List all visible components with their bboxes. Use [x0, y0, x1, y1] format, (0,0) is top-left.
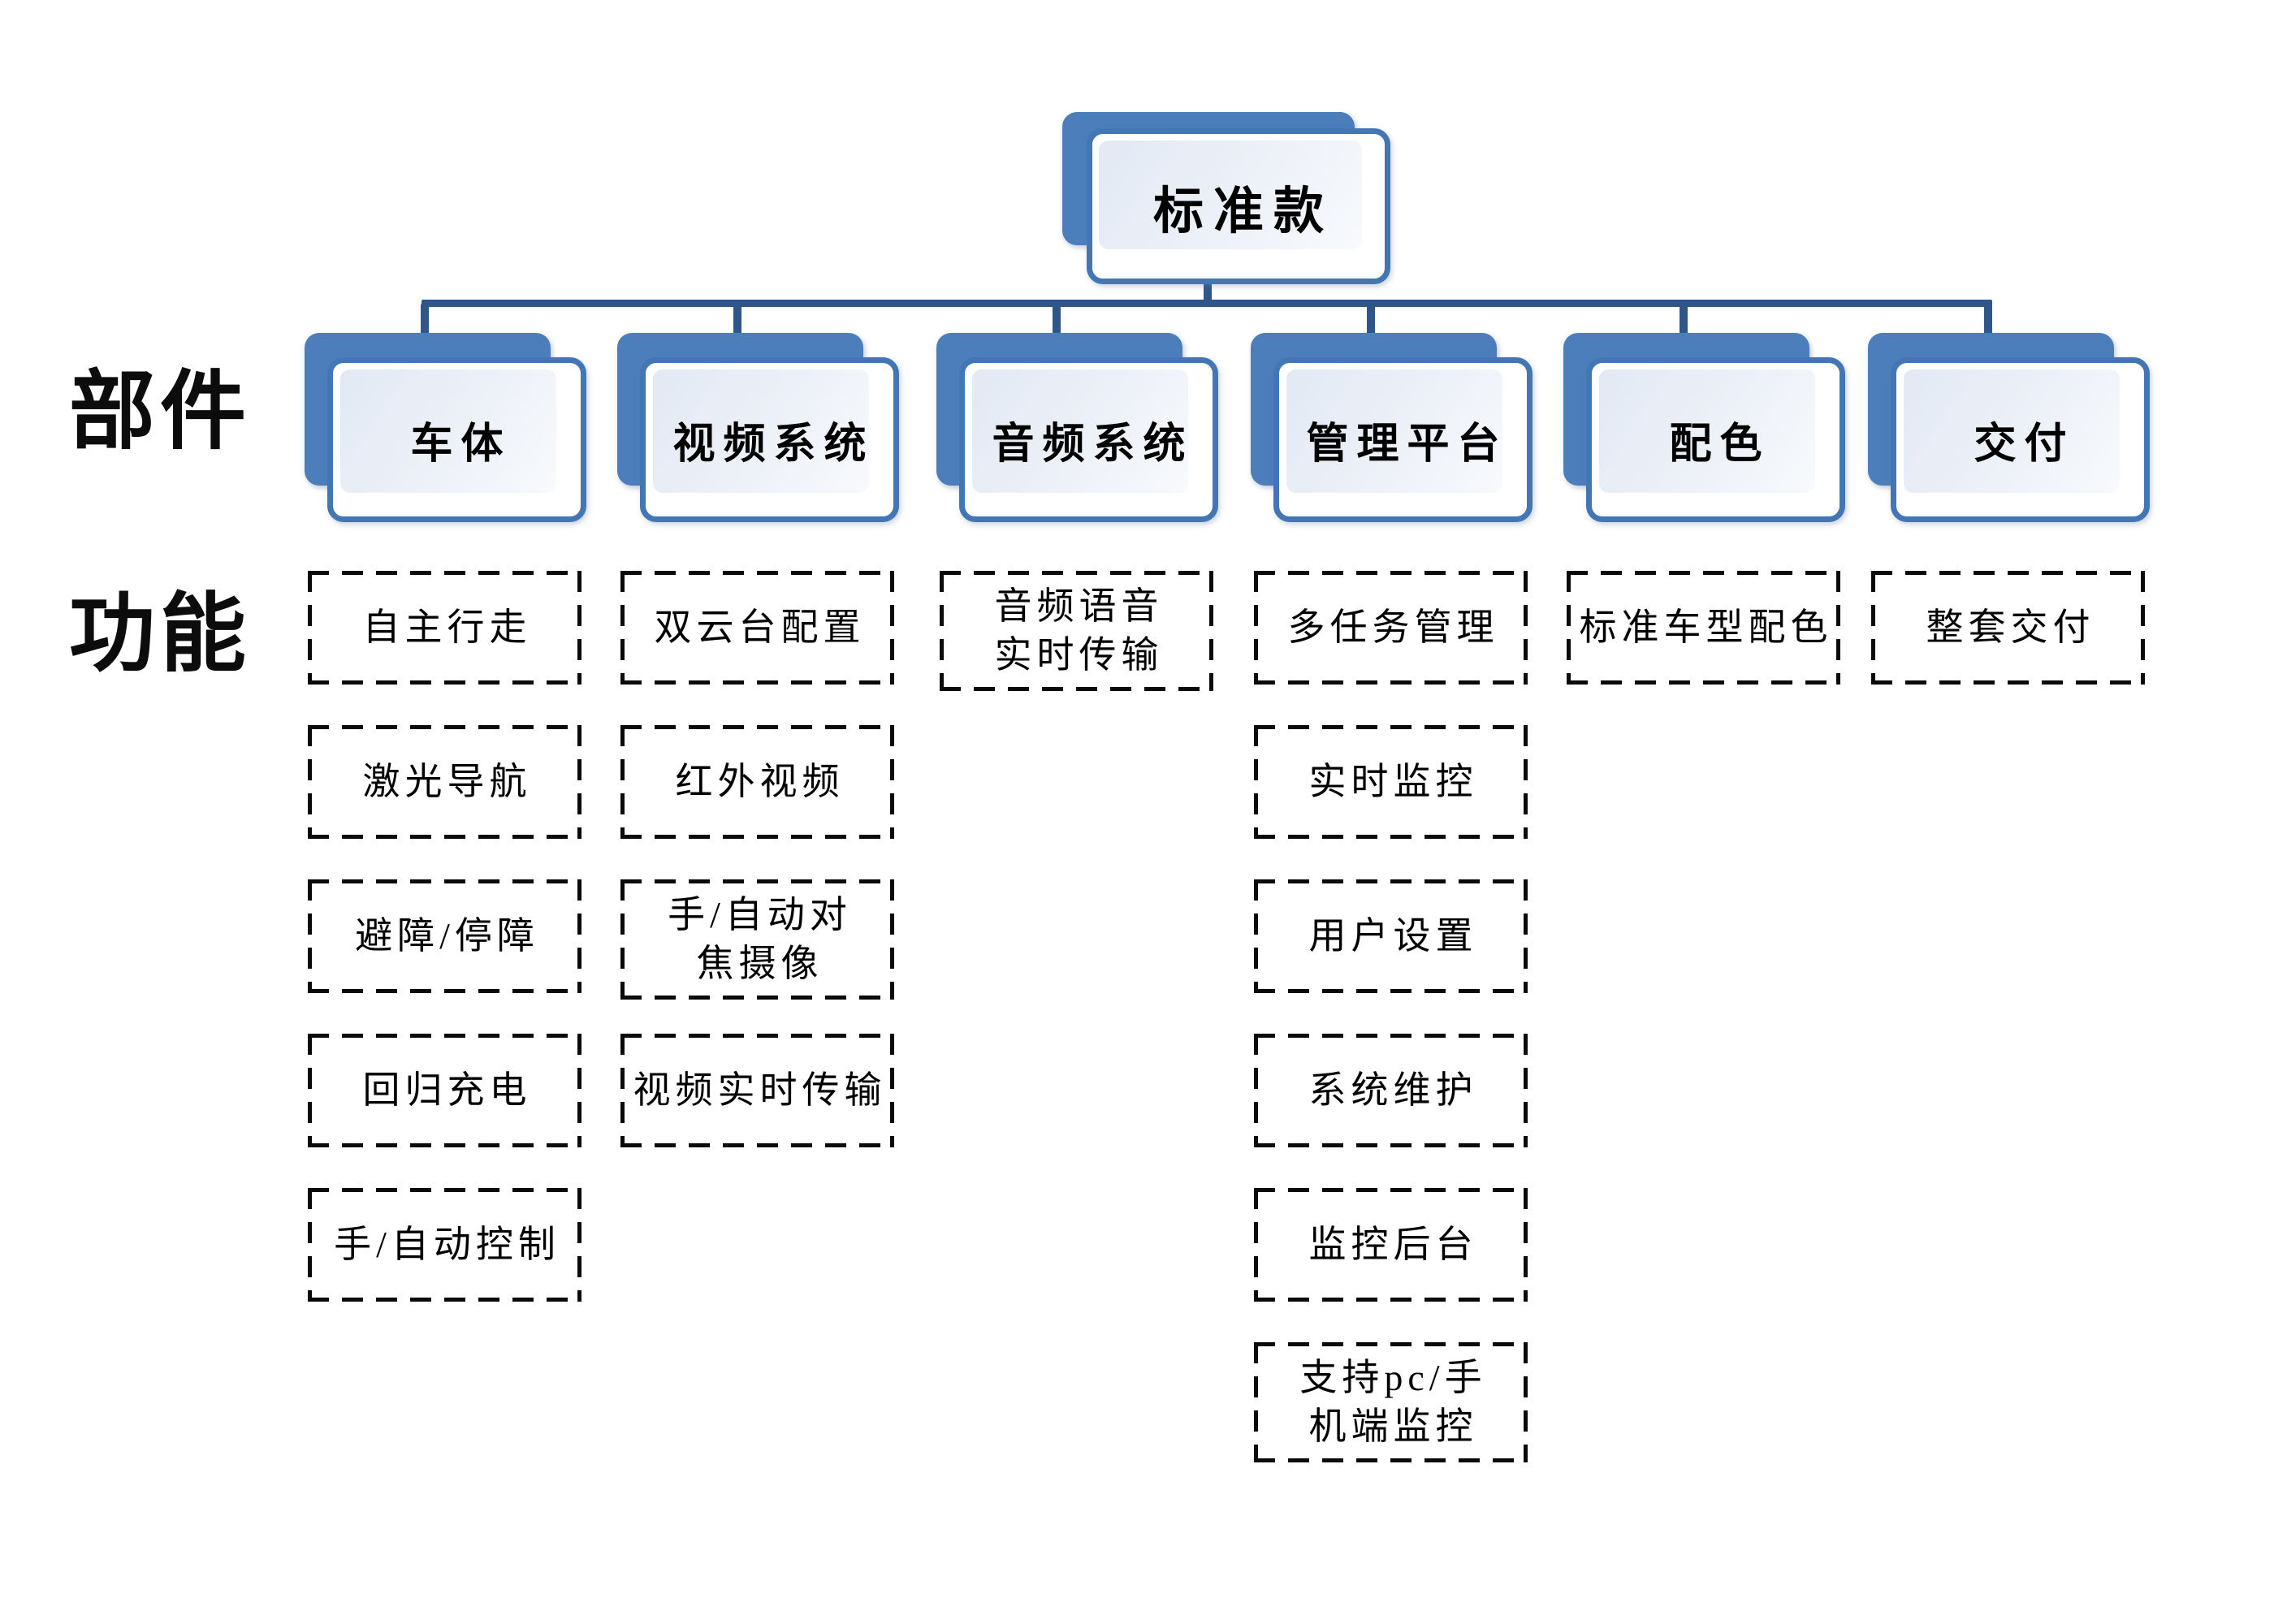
- function-box: 用户设置: [1254, 879, 1528, 993]
- component-node-label: 车体: [410, 421, 512, 468]
- function-box: 双云台配置: [620, 571, 894, 685]
- component-node-box: 音频系统: [959, 357, 1218, 522]
- function-label: 多任务管理: [1287, 607, 1499, 648]
- component-node-panel: [972, 369, 1188, 493]
- connector-branch-stub: [1984, 304, 1992, 338]
- component-node-panel: [1904, 369, 2120, 493]
- function-label: 自主行走: [362, 607, 532, 648]
- component-node-box: 交付: [1891, 357, 2150, 522]
- connector-branch-stub: [733, 304, 741, 338]
- component-node: 视频系统: [617, 333, 899, 522]
- function-box: 回归充电: [308, 1034, 581, 1147]
- component-node: 车体: [305, 333, 586, 522]
- function-label: 红外视频: [675, 761, 845, 802]
- function-label: 系统维护: [1308, 1069, 1478, 1111]
- connector-branch-stub: [421, 304, 429, 338]
- component-node: 管理平台: [1251, 333, 1533, 522]
- component-node-label: 音频系统: [992, 421, 1194, 468]
- component-node-box: 视频系统: [640, 357, 899, 522]
- function-label: 标准车型配色: [1579, 607, 1833, 648]
- function-box: 自主行走: [308, 571, 581, 685]
- root-node-label: 标准款: [1152, 184, 1334, 240]
- function-box: 手/自动控制: [308, 1188, 581, 1302]
- root-node: 标准款: [1062, 112, 1390, 284]
- function-box: 音频语音 实时传输: [940, 571, 1213, 691]
- function-box: 避障/停障: [308, 879, 581, 993]
- function-label: 回归充电: [362, 1069, 532, 1111]
- function-label: 激光导航: [362, 761, 532, 802]
- component-node-box: 管理平台: [1273, 357, 1533, 522]
- function-label: 用户设置: [1308, 915, 1478, 957]
- function-box: 视频实时传输: [620, 1034, 894, 1147]
- function-label: 手/自动控制: [334, 1224, 560, 1265]
- function-box: 标准车型配色: [1567, 571, 1840, 685]
- connector-horizontal-line: [422, 300, 1992, 307]
- connector-branch-stub: [1367, 304, 1375, 338]
- function-label: 整套交付: [1926, 607, 2095, 648]
- function-box: 红外视频: [620, 725, 894, 839]
- connector-branch-stub: [1680, 304, 1688, 338]
- component-node-panel: [1599, 369, 1815, 493]
- function-box: 整套交付: [1871, 571, 2145, 685]
- component-node-label: 配色: [1669, 421, 1770, 468]
- component-node: 配色: [1563, 333, 1845, 522]
- component-node-panel: [340, 369, 556, 493]
- function-box: 系统维护: [1254, 1034, 1528, 1147]
- function-box: 监控后台: [1254, 1188, 1528, 1302]
- component-node-panel: [653, 369, 869, 493]
- function-box: 手/自动对 焦摄像: [620, 879, 894, 1000]
- function-box: 支持pc/手 机端监控: [1254, 1342, 1528, 1462]
- row-label-components: 部件: [69, 365, 251, 460]
- component-node-label: 管理平台: [1306, 421, 1508, 468]
- component-node-panel: [1286, 369, 1502, 493]
- connector-root-stub: [1204, 281, 1212, 302]
- function-box: 多任务管理: [1254, 571, 1528, 685]
- function-label: 监控后台: [1308, 1224, 1478, 1265]
- function-box: 实时监控: [1254, 725, 1528, 839]
- component-node-label: 交付: [1974, 421, 2075, 468]
- function-label: 支持pc/手 机端监控: [1299, 1357, 1487, 1447]
- component-node-label: 视频系统: [672, 421, 875, 468]
- connector-branch-stub: [1053, 304, 1061, 338]
- row-label-functions: 功能: [69, 587, 251, 682]
- function-label: 避障/停障: [355, 915, 539, 957]
- function-box: 激光导航: [308, 725, 581, 839]
- component-node-box: 车体: [327, 357, 586, 522]
- function-label: 音频语音 实时传输: [994, 585, 1164, 676]
- root-node-box: 标准款: [1087, 128, 1390, 284]
- component-node: 交付: [1868, 333, 2150, 522]
- function-label: 视频实时传输: [633, 1069, 887, 1111]
- function-label: 手/自动对 焦摄像: [668, 894, 852, 984]
- component-node: 音频系统: [936, 333, 1218, 522]
- function-label: 双云台配置: [654, 607, 866, 648]
- root-node-panel: [1099, 140, 1362, 249]
- function-label: 实时监控: [1308, 761, 1478, 802]
- component-node-box: 配色: [1586, 357, 1845, 522]
